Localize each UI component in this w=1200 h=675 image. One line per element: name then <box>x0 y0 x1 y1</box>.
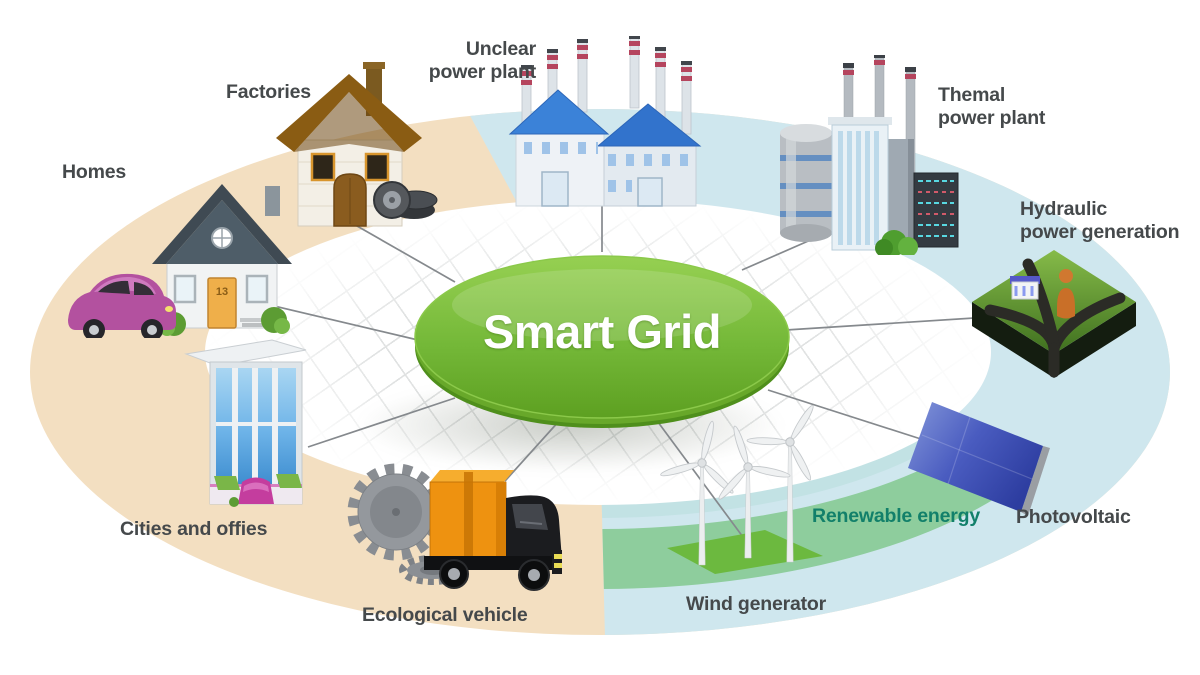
cities-offices-label: Cities and offies <box>120 518 268 540</box>
center-title: Smart Grid <box>483 304 721 358</box>
small-building <box>1010 276 1040 300</box>
ecological-vehicle-icon <box>347 463 562 591</box>
tires <box>373 181 438 219</box>
factories-icon <box>276 62 438 227</box>
storage-tanks <box>780 124 832 242</box>
spoke-cities <box>307 397 456 448</box>
truck <box>424 470 562 591</box>
homes-label: Homes <box>62 161 127 183</box>
svg-text:13: 13 <box>216 286 228 298</box>
spoke-wind <box>654 417 758 557</box>
thermal-label: Themal power plant <box>938 84 1046 129</box>
wind-generator-icon <box>657 398 830 574</box>
nuclear-label: Unclear power plant <box>428 38 536 83</box>
spoke-hydraulic <box>785 316 991 331</box>
pink-awning <box>238 477 274 504</box>
homes-icon: 13 <box>68 184 292 338</box>
photovoltaic-icon <box>908 402 1050 516</box>
renewable-energy-label: Renewable energy <box>812 505 981 527</box>
thermal-plant-icon <box>780 55 959 255</box>
person-figure <box>1057 269 1075 319</box>
nuclear-plant-icon <box>508 36 702 207</box>
smart-grid-center-node: Smart Grid <box>414 253 790 431</box>
ecological-vehicle-label: Ecological vehicle <box>362 604 528 626</box>
spoke-photovoltaic <box>767 389 925 441</box>
bush <box>875 230 918 255</box>
server-building <box>913 172 959 248</box>
disk-top <box>414 255 790 419</box>
green-awning <box>214 476 240 490</box>
hydraulic-label: Hydraulic power generation <box>1020 198 1180 243</box>
house: 13 <box>152 184 292 336</box>
green-awning <box>276 474 302 488</box>
factories-label: Factories <box>226 81 311 103</box>
cities-offices-icon <box>184 339 307 507</box>
spoke-vehicle <box>504 419 561 482</box>
photovoltaic-label: Photovoltaic <box>1016 506 1131 528</box>
wind-generator-label: Wind generator <box>686 593 827 615</box>
hydraulic-icon <box>972 250 1136 378</box>
pink-car <box>68 273 176 338</box>
